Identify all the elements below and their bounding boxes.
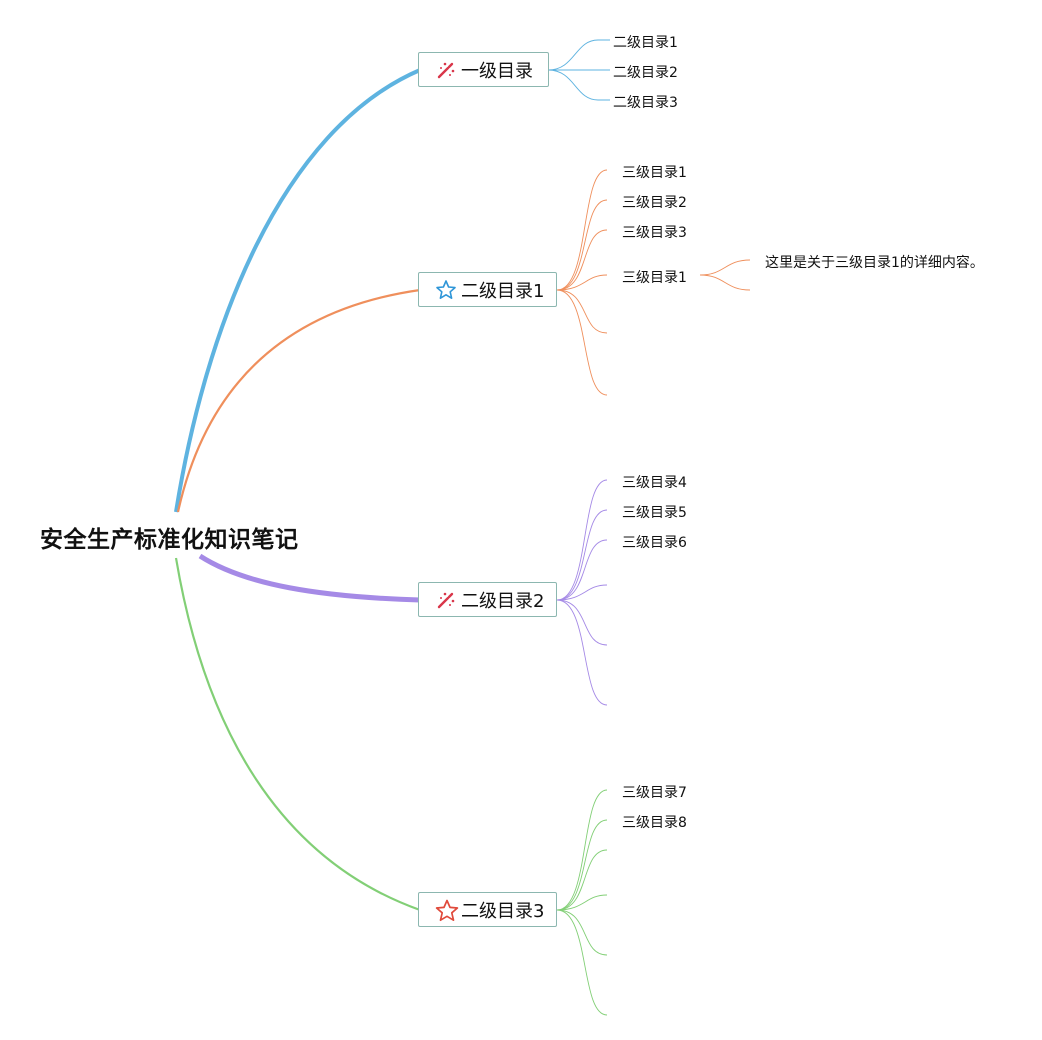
root-topic-title[interactable]: 安全生产标准化知识笔记	[40, 527, 299, 553]
leaf-item[interactable]: 三级目录3	[622, 225, 687, 241]
leaf-item[interactable]: 三级目录1	[622, 270, 687, 286]
leaf-detail-text[interactable]: 这里是关于三级目录1的详细内容。	[765, 255, 984, 271]
leaf-item[interactable]: 三级目录4	[622, 475, 687, 491]
branch-node-3[interactable]: 二级目录2	[418, 582, 557, 617]
leaf-item[interactable]: 二级目录2	[613, 65, 678, 81]
branch-3-child-connectors	[556, 479, 608, 706]
leaf-item[interactable]: 三级目录1	[622, 165, 687, 181]
branch-node-2[interactable]: 二级目录1	[418, 272, 557, 307]
star-outline-blue-icon	[435, 279, 457, 301]
connector-root-branch-3	[198, 553, 421, 603]
connector-root-branch-2	[176, 288, 421, 513]
connector-root-branch-4	[174, 557, 421, 912]
branch-node-1[interactable]: 一级目录	[418, 52, 549, 87]
magic-wand-icon	[435, 59, 457, 81]
star-outline-red-icon	[435, 899, 459, 921]
leaf-item[interactable]: 三级目录8	[622, 815, 687, 831]
branch-node-1-label: 一级目录	[461, 60, 533, 82]
branch-4-child-connectors	[556, 789, 608, 1016]
branch-node-2-label: 二级目录1	[461, 280, 545, 302]
magic-wand-icon	[435, 589, 457, 611]
branch-2-child-connectors	[556, 169, 751, 396]
leaf-item[interactable]: 三级目录2	[622, 195, 687, 211]
branch-node-4[interactable]: 二级目录3	[418, 892, 557, 927]
branch-node-3-label: 二级目录2	[461, 590, 545, 612]
leaf-item[interactable]: 二级目录3	[613, 95, 678, 111]
leaf-item[interactable]: 三级目录6	[622, 535, 687, 551]
leaf-item[interactable]: 三级目录7	[622, 785, 687, 801]
leaf-item[interactable]: 三级目录5	[622, 505, 687, 521]
connector-root-branch-1	[174, 68, 421, 513]
branch-node-4-label: 二级目录3	[461, 900, 545, 922]
leaf-item[interactable]: 二级目录1	[613, 35, 678, 51]
branch-1-child-connectors	[547, 39, 610, 101]
